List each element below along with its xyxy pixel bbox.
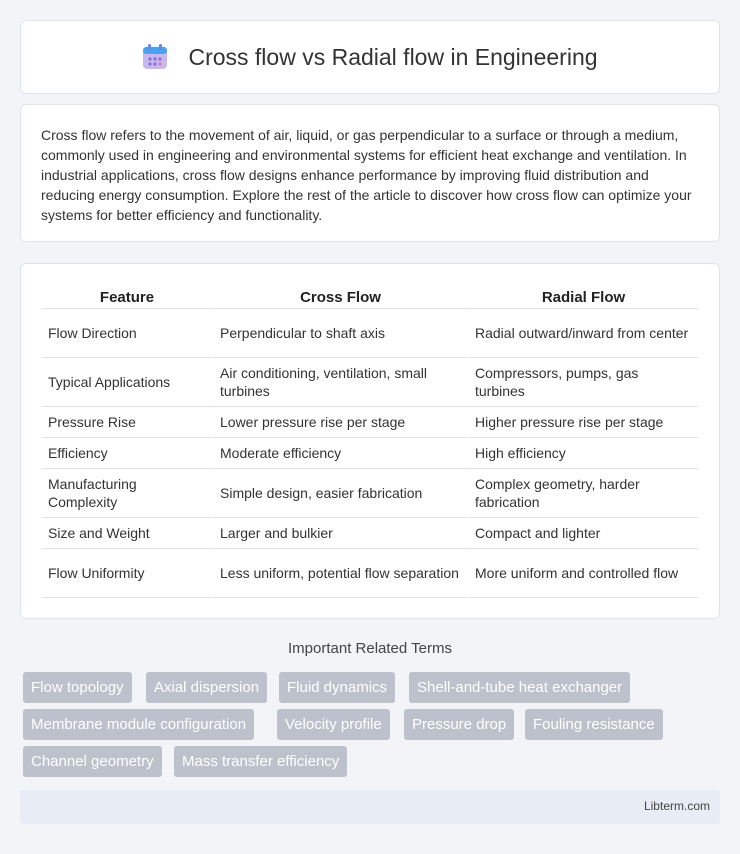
- table-cell: Complex geometry, harder fabrication: [467, 469, 698, 518]
- tag-channel-geometry[interactable]: Channel geometry: [23, 746, 162, 777]
- tag-velocity-profile[interactable]: Velocity profile: [277, 709, 390, 740]
- page-title: Cross flow vs Radial flow in Engineering: [188, 43, 598, 70]
- table-row: Size and Weight Larger and bulkier Compa…: [42, 518, 698, 549]
- table-row: Efficiency Moderate efficiency High effi…: [42, 438, 698, 469]
- tag-membrane-module-configuration[interactable]: Membrane module configuration: [23, 709, 255, 740]
- table-row: Pressure Rise Lower pressure rise per st…: [42, 407, 698, 438]
- tag-shell-and-tube-heat-exchanger[interactable]: Shell-and-tube heat exchanger: [409, 672, 631, 703]
- table-cell: Size and Weight: [42, 518, 212, 549]
- table-cell: Flow Uniformity: [42, 549, 212, 598]
- table-row: Manufacturing Complexity Simple design, …: [42, 469, 698, 518]
- column-header-radial-flow: Radial Flow: [467, 286, 698, 309]
- table-cell: Pressure Rise: [42, 407, 212, 438]
- table-cell: Compact and lighter: [467, 518, 698, 549]
- table-cell: Simple design, easier fabrication: [212, 469, 467, 518]
- table-cell: Perpendicular to shaft axis: [212, 309, 467, 358]
- header-card: Cross flow vs Radial flow in Engineering: [20, 20, 720, 94]
- table-cell: More uniform and controlled flow: [467, 549, 698, 598]
- calendar-icon: [143, 44, 168, 69]
- table-cell: Radial outward/inward from center: [467, 309, 698, 358]
- intro-card: Cross flow refers to the movement of air…: [20, 104, 720, 242]
- tag-flow-topology[interactable]: Flow topology: [23, 672, 132, 703]
- tag-axial-dispersion[interactable]: Axial dispersion: [146, 672, 268, 703]
- table-cell: High efficiency: [467, 438, 698, 469]
- tag-mass-transfer-efficiency[interactable]: Mass transfer efficiency: [174, 746, 348, 777]
- table-cell: Air conditioning, ventilation, small tur…: [212, 358, 467, 407]
- related-terms-title: Important Related Terms: [288, 640, 452, 657]
- table-cell: Typical Applications: [42, 358, 212, 407]
- table-cell: Higher pressure rise per stage: [467, 407, 698, 438]
- table-row: Typical Applications Air conditioning, v…: [42, 358, 698, 407]
- table-row: Flow Uniformity Less uniform, potential …: [42, 549, 698, 598]
- intro-paragraph: Cross flow refers to the movement of air…: [41, 127, 692, 223]
- table-cell: Compressors, pumps, gas turbines: [467, 358, 698, 407]
- table-row: Flow Direction Perpendicular to shaft ax…: [42, 309, 698, 358]
- table-cell: Moderate efficiency: [212, 438, 467, 469]
- table-cell: Less uniform, potential flow separation: [212, 549, 467, 598]
- column-header-feature: Feature: [42, 286, 212, 309]
- footer-site-link[interactable]: Libterm.com: [643, 799, 710, 813]
- tag-fouling-resistance[interactable]: Fouling resistance: [525, 709, 663, 740]
- column-header-cross-flow: Cross Flow: [212, 286, 467, 309]
- table-cell: Efficiency: [42, 438, 212, 469]
- footer: Libterm.com: [20, 790, 720, 824]
- comparison-table-card: Feature Cross Flow Radial Flow Flow Dire…: [20, 263, 720, 619]
- table-header-row: Feature Cross Flow Radial Flow: [42, 286, 698, 309]
- table-cell: Larger and bulkier: [212, 518, 467, 549]
- table-cell: Flow Direction: [42, 309, 212, 358]
- tag-pressure-drop[interactable]: Pressure drop: [404, 709, 515, 740]
- comparison-table: Feature Cross Flow Radial Flow Flow Dire…: [42, 286, 698, 598]
- table-cell: Lower pressure rise per stage: [212, 407, 467, 438]
- tag-fluid-dynamics[interactable]: Fluid dynamics: [279, 672, 396, 703]
- table-cell: Manufacturing Complexity: [42, 469, 212, 518]
